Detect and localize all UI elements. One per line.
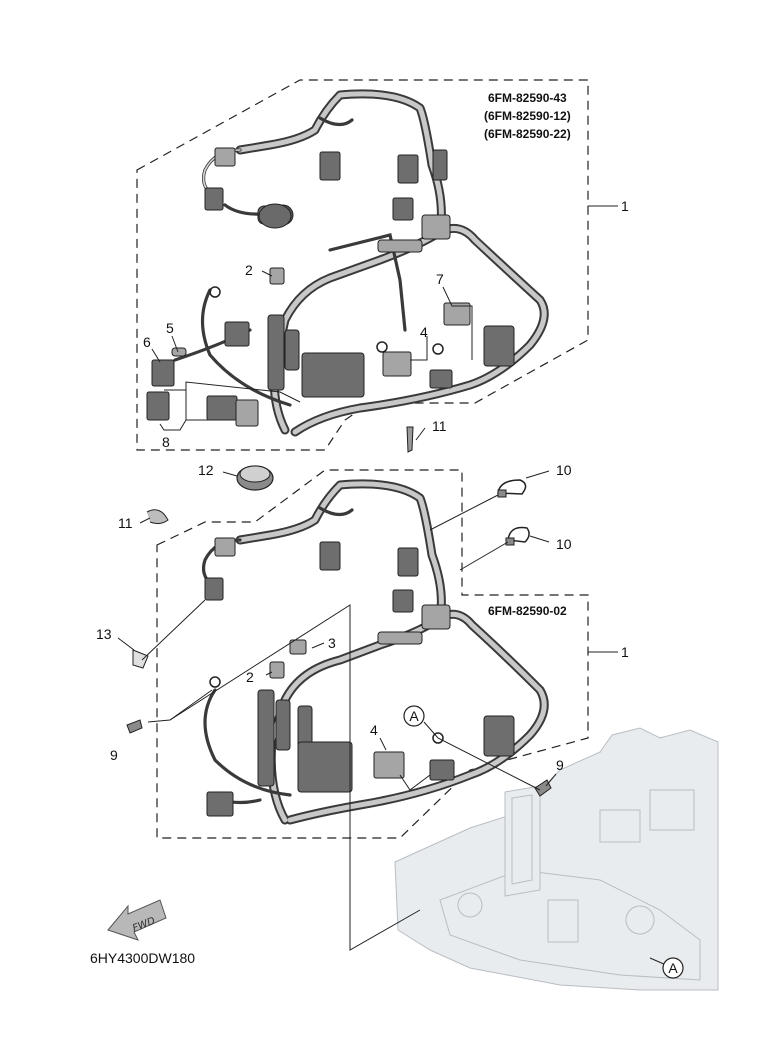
callout-7: 7 [436,271,444,287]
callout-2-lower: 2 [246,669,254,685]
callout-10-b: 10 [556,536,572,552]
callout-2-upper: 2 [245,262,253,278]
callout-11-a: 11 [432,418,447,434]
figure-code: 6HY4300DW180 [90,950,195,966]
callout-4-lower: 4 [370,722,378,738]
upper-part-number-1: 6FM-82590-43 [488,91,567,105]
reference-marker-a-block: A [662,957,684,979]
lower-part-number: 6FM-82590-02 [488,604,567,618]
svg-text:A: A [668,960,678,976]
powerhead-block [394,727,719,991]
upper-connectors [146,147,515,427]
fwd-arrow-icon: FWD [107,899,167,941]
callout-1-lower: 1 [621,644,629,660]
callout-13: 13 [96,626,112,642]
callout-4-upper: 4 [420,324,428,340]
callout-11-b: 11 [118,515,133,531]
callout-12: 12 [198,462,214,478]
callout-9-right: 9 [556,757,564,773]
svg-text:A: A [409,708,419,724]
upper-part-number-3: (6FM-82590-22) [484,127,571,141]
upper-assembly-boundary [136,79,589,451]
callout-10-a: 10 [556,462,572,478]
lower-wiring-harness [201,479,549,825]
lower-connectors [204,537,515,817]
loose-parts [126,426,552,797]
leader-lines [117,205,674,969]
upper-part-number-2: (6FM-82590-12) [484,109,571,123]
lower-assembly-boundary [156,469,589,839]
callout-5: 5 [166,320,174,336]
callout-9-left: 9 [110,747,118,763]
callout-1-upper: 1 [621,198,629,214]
callout-8: 8 [162,434,170,450]
reference-marker-a-harness: A [403,705,425,727]
callout-6: 6 [143,334,151,350]
callout-3: 3 [328,635,336,651]
